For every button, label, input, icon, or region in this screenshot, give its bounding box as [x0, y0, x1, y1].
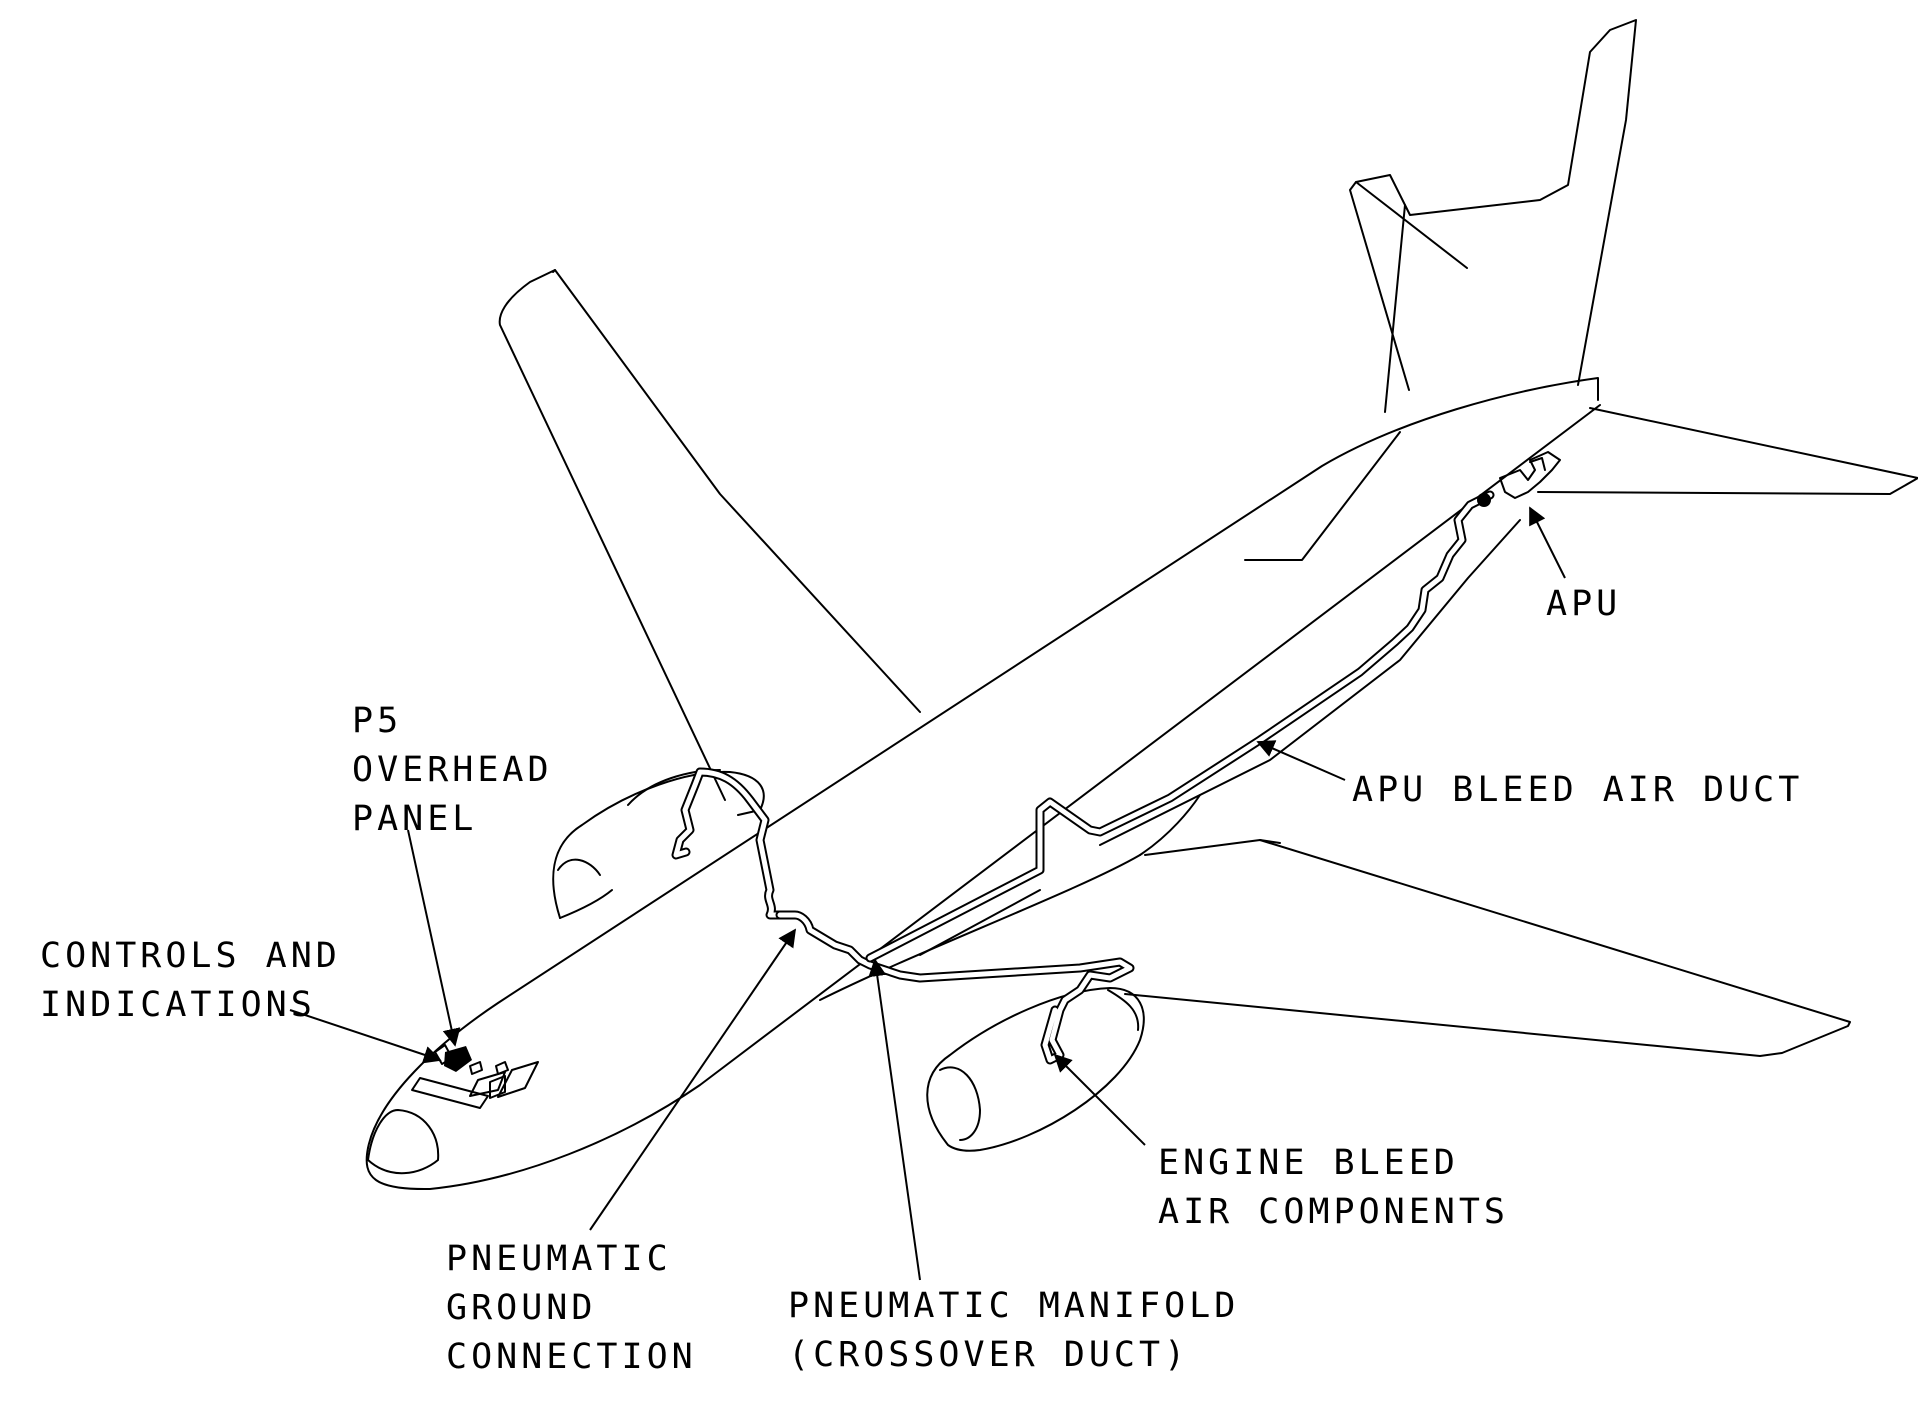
controls-leader: [289, 1009, 442, 1064]
p5-leader: [407, 829, 461, 1047]
leader-lines: [289, 506, 1566, 1281]
apu-label: APU: [1546, 584, 1622, 624]
ground-connection-leader: [589, 928, 797, 1231]
pneumatic-manifold-label: PNEUMATIC MANIFOLD (CROSSOVER DUCT): [788, 1286, 1240, 1375]
apu-unit: [1477, 451, 1561, 507]
fuselage: [365, 377, 1601, 1191]
pneumatic-ground-connection-label: PNEUMATIC GROUND CONNECTION: [446, 1239, 697, 1377]
engine-bleed-leader: [1053, 1053, 1146, 1146]
right-engine: [926, 987, 1145, 1152]
engine-bleed-air-components-label: ENGINE BLEED AIR COMPONENTS: [1158, 1143, 1510, 1232]
p5-overhead-panel-label: P5 OVERHEAD PANEL: [352, 701, 553, 839]
left-wing: [498, 269, 921, 801]
vertical-stabilizer: [1349, 19, 1637, 413]
horizontal-stabilizer: [1244, 407, 1918, 561]
apu-leader: [1529, 506, 1566, 579]
right-wing: [1124, 839, 1851, 1057]
apu-bleed-air-duct-label: APU BLEED AIR DUCT: [1352, 770, 1804, 810]
manifold-leader: [868, 958, 921, 1281]
controls-and-indications-label: CONTROLS AND INDICATIONS: [40, 936, 341, 1025]
nose-cockpit: [367, 1044, 539, 1175]
apu-bleed-duct-leader: [1256, 740, 1346, 781]
bleed-air-ducting: [671, 490, 1521, 1065]
apu-valve-icon: [1477, 493, 1491, 507]
left-engine: [552, 769, 765, 919]
